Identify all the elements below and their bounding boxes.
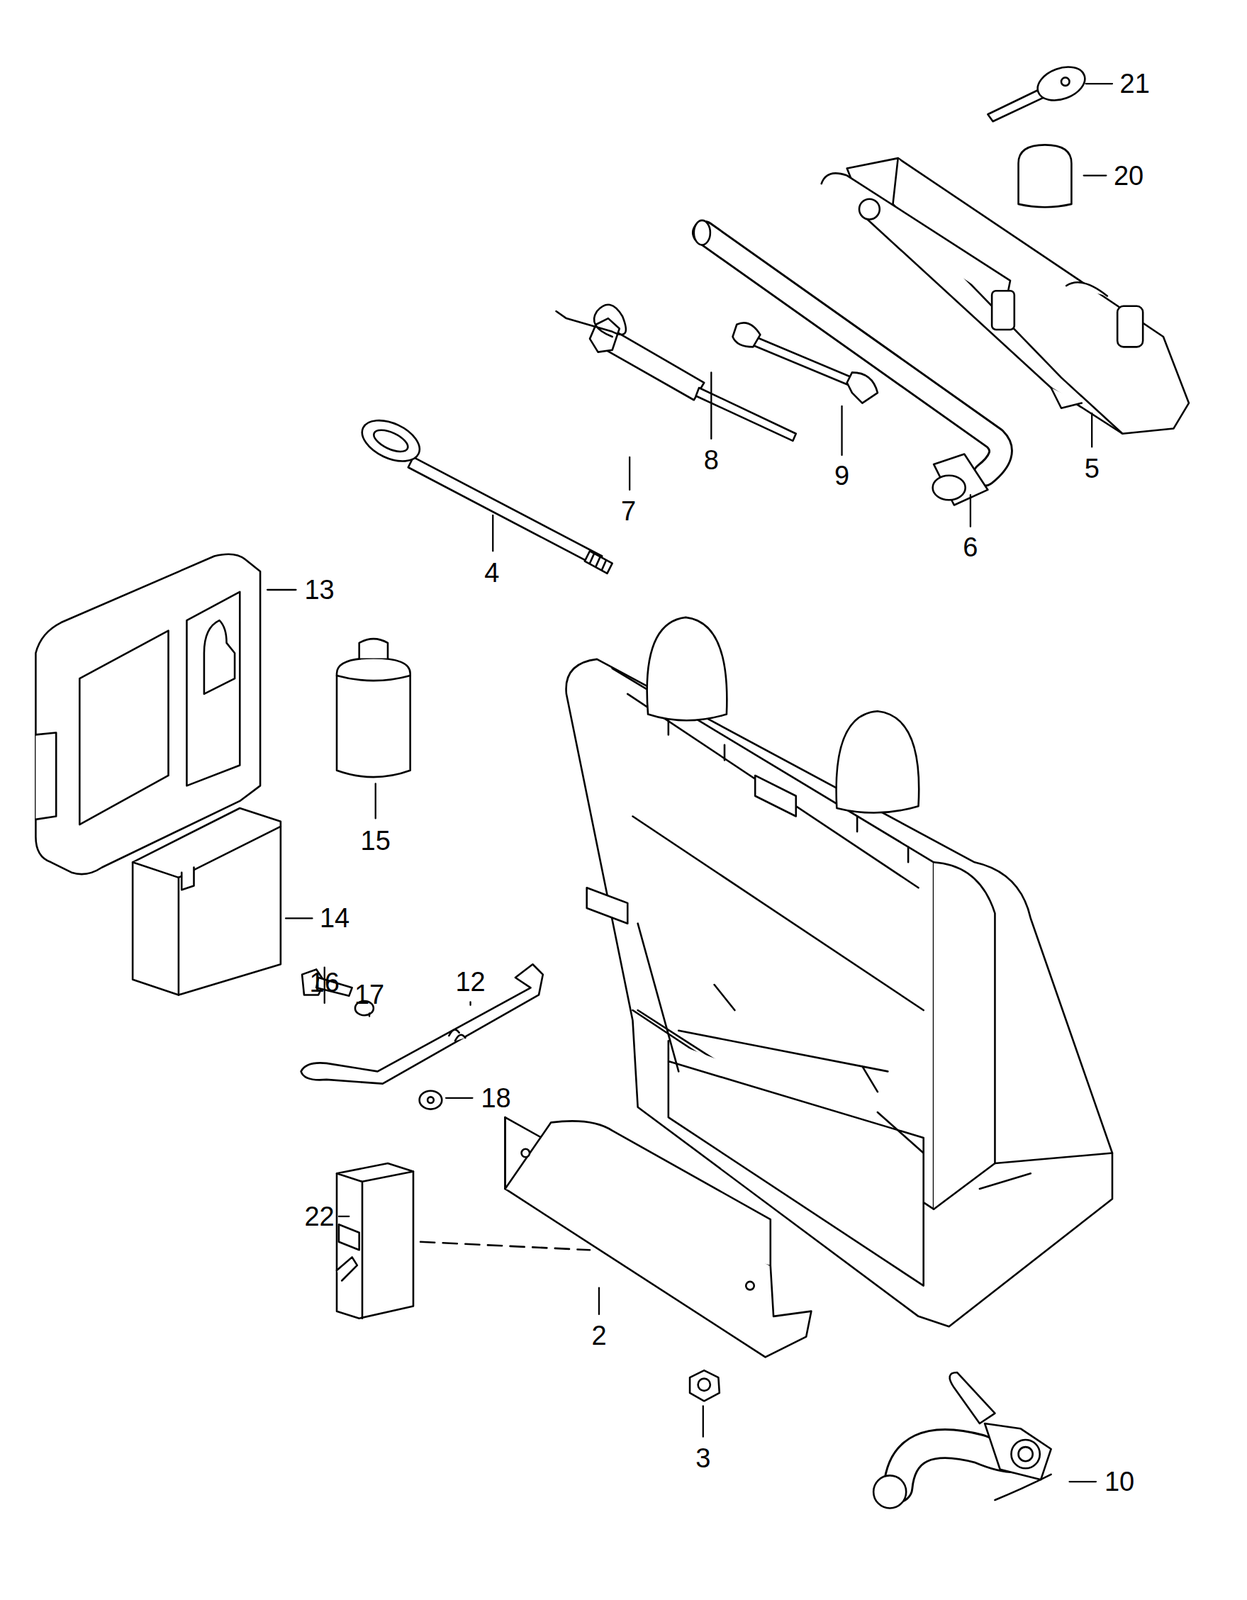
bottle bbox=[336, 638, 411, 777]
nut bbox=[689, 1370, 720, 1401]
callout-number: 20 bbox=[1112, 161, 1145, 190]
callout-number: 4 bbox=[482, 558, 501, 587]
callout-number: 17 bbox=[353, 980, 386, 1009]
key bbox=[987, 60, 1089, 122]
jack bbox=[821, 158, 1189, 434]
tow-eye bbox=[355, 411, 613, 574]
bench-seat bbox=[566, 617, 1113, 1327]
callout-number: 7 bbox=[619, 496, 638, 526]
manual-box bbox=[132, 808, 281, 995]
callout-number: 6 bbox=[961, 533, 980, 562]
callout-number: 13 bbox=[302, 575, 336, 605]
callout-number: 18 bbox=[479, 1083, 512, 1113]
cap bbox=[1018, 144, 1072, 208]
callout-number: 9 bbox=[832, 461, 851, 490]
dashed-line bbox=[420, 1242, 590, 1251]
callout-number: 10 bbox=[1103, 1467, 1136, 1496]
open-wrench bbox=[733, 322, 878, 403]
callout-number: 8 bbox=[702, 445, 721, 475]
callout-number: 22 bbox=[302, 1202, 336, 1231]
lug-wrench bbox=[694, 220, 1002, 506]
callout-number: 12 bbox=[453, 967, 487, 997]
callout-number: 16 bbox=[308, 968, 341, 997]
callout-number: 14 bbox=[318, 903, 351, 933]
screwdriver bbox=[589, 318, 797, 441]
callout-number: 15 bbox=[359, 826, 393, 855]
callout-number: 5 bbox=[1083, 454, 1101, 483]
clip bbox=[555, 304, 626, 337]
callout-number: 2 bbox=[589, 1321, 608, 1350]
holder bbox=[336, 1163, 414, 1319]
tow-hitch bbox=[873, 1372, 1051, 1508]
callout-number: 3 bbox=[694, 1444, 712, 1473]
leader-lines bbox=[267, 83, 1113, 1482]
callout-number: 21 bbox=[1118, 69, 1152, 98]
